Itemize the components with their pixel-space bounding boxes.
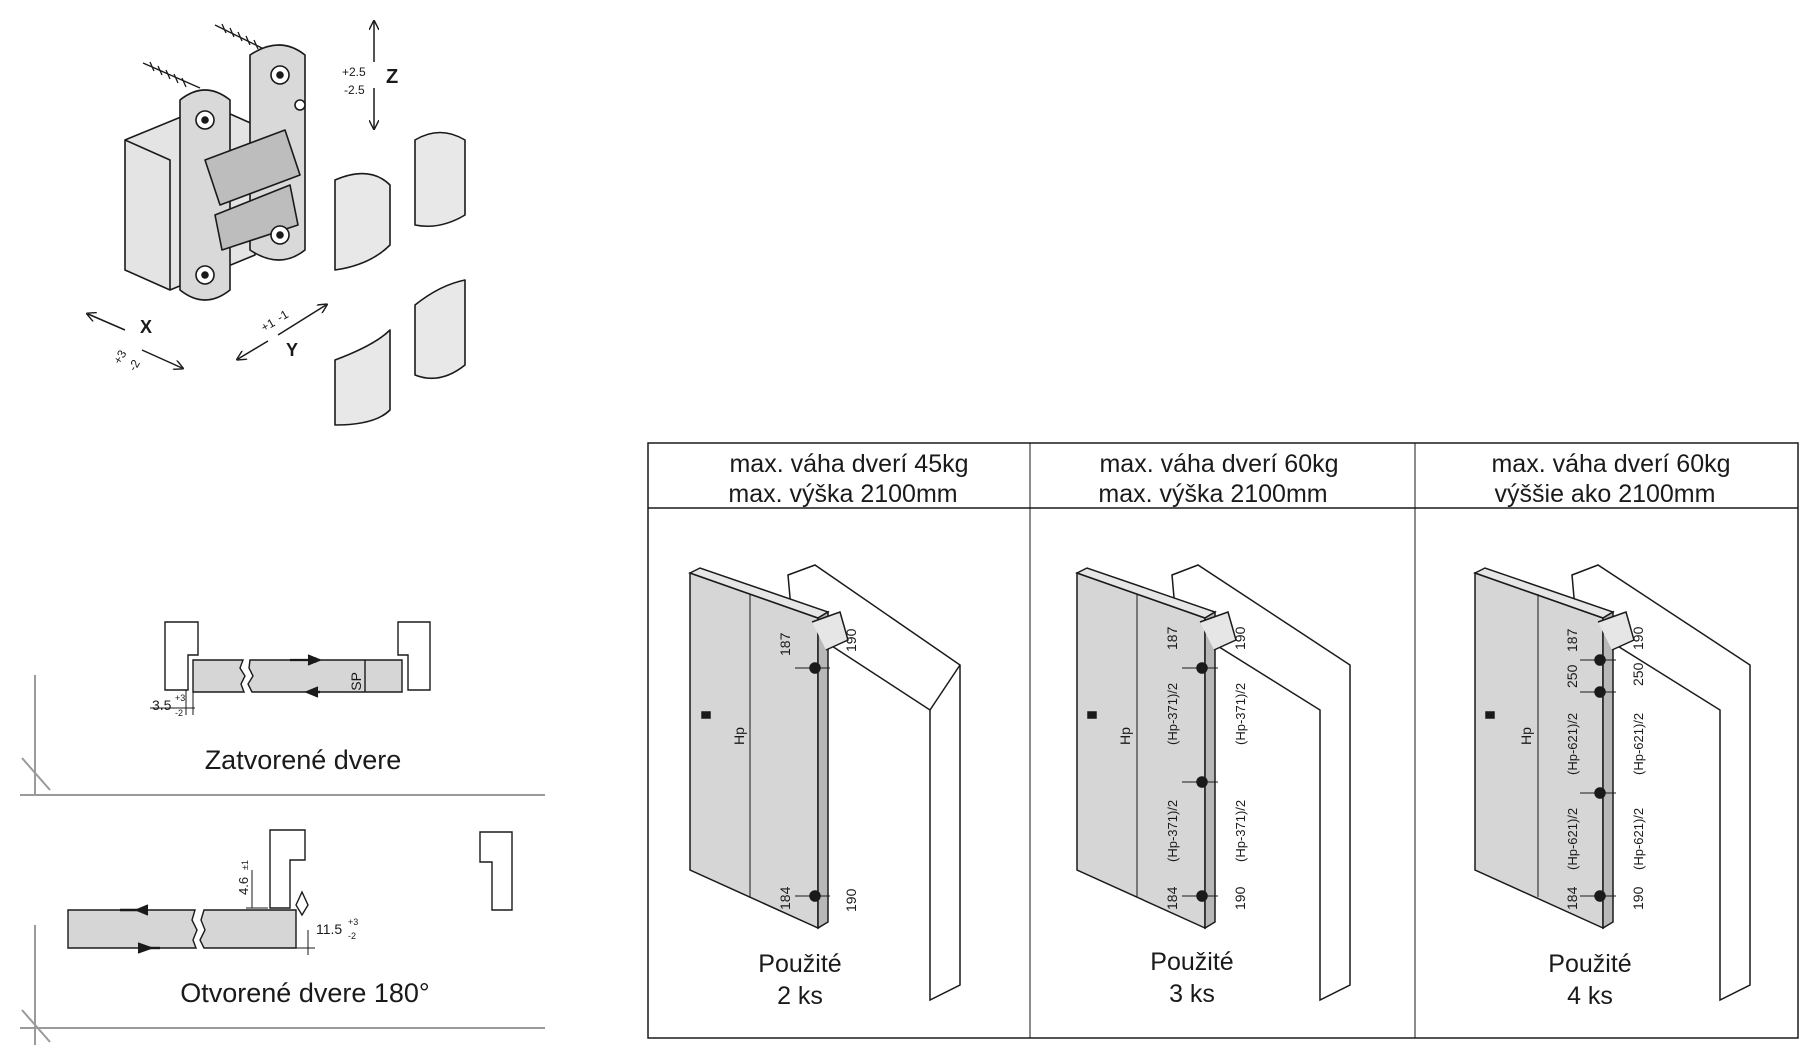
header-weight-1: max. váha dverí 45kg	[729, 450, 968, 478]
depth-tol: ±1	[240, 860, 250, 870]
open-caption: Otvorené dvere 180°	[180, 978, 429, 1008]
dim-bottom-left-1: 184	[777, 886, 793, 910]
dim-mid-upper-left-3: (Hp-621)/2	[1565, 713, 1580, 775]
gap-value: 3.5	[152, 697, 172, 713]
header-height-3: výššie ako 2100mm	[1495, 480, 1716, 508]
dim-mid-lower-right-2: (Hp-371)/2	[1233, 800, 1248, 862]
x-plus-label: +3	[110, 347, 129, 366]
dim-mid-lower-right-3: (Hp-621)/2	[1631, 808, 1646, 870]
offset-plus: +3	[348, 917, 358, 927]
column-header-2: max. váha dverí 60kg max. výška 2100mm	[1098, 450, 1338, 508]
x-axis-label: X	[140, 317, 152, 337]
hp-label-1: Hp	[731, 727, 747, 745]
dim-mid-lower-left-2: (Hp-371)/2	[1165, 800, 1180, 862]
used-label-2: Použité	[1150, 948, 1233, 976]
hinge-count-table	[647, 442, 1799, 1039]
header-weight-3: max. váha dverí 60kg	[1491, 450, 1730, 478]
used-label-1: Použité	[758, 950, 841, 978]
z-minus-label: -2.5	[344, 83, 365, 97]
dim-top-left-3: 187	[1564, 628, 1580, 652]
open-door-section	[20, 829, 545, 1045]
count-3: 4 ks	[1567, 982, 1613, 1010]
x-minus-label: -2	[125, 357, 143, 374]
closed-caption: Zatvorené dvere	[205, 745, 402, 775]
closed-door-section	[20, 621, 545, 796]
dim-top-left-2: 187	[1164, 626, 1180, 650]
dim-bottom-right-3: 190	[1630, 886, 1646, 910]
dim-bottom-right-1: 190	[843, 888, 859, 912]
dim-bottom-left-3: 184	[1564, 886, 1580, 910]
door-drawing-3	[1473, 564, 1751, 1002]
header-height-1: max. výška 2100mm	[728, 480, 957, 508]
offset-minus: -2	[348, 931, 356, 941]
dim-bottom-right-2: 190	[1232, 886, 1248, 910]
y-minus-label: -1	[275, 307, 292, 325]
header-height-2: max. výška 2100mm	[1098, 480, 1327, 508]
cover-cap-icon	[334, 131, 466, 426]
sp-label: SP	[348, 672, 364, 691]
dim-top-left-1: 187	[777, 632, 793, 656]
y-axis-arrow	[238, 305, 326, 359]
dim-mid-lower-left-3: (Hp-621)/2	[1565, 808, 1580, 870]
column-header-3: max. váha dverí 60kg výššie ako 2100mm	[1491, 450, 1730, 508]
dim-second-right-3: 250	[1630, 662, 1646, 686]
count-2: 3 ks	[1169, 980, 1215, 1008]
dim-top-right-2: 190	[1232, 626, 1248, 650]
y-axis-label: Y	[286, 340, 298, 360]
x-axis-arrow	[88, 314, 182, 368]
door-drawing-2	[1075, 564, 1351, 1002]
gap-minus: -2	[175, 708, 183, 718]
dim-top-right-1: 190	[843, 628, 859, 652]
used-label-3: Použité	[1548, 950, 1631, 978]
dim-top-right-3: 190	[1630, 626, 1646, 650]
dim-bottom-left-2: 184	[1164, 886, 1180, 910]
y-plus-label: +1	[259, 315, 278, 334]
hp-label-3: Hp	[1518, 727, 1534, 745]
hp-label-2: Hp	[1117, 727, 1133, 745]
gap-plus: +3	[175, 693, 185, 703]
dim-second-left-3: 250	[1564, 664, 1580, 688]
dim-mid-upper-right-3: (Hp-621)/2	[1631, 713, 1646, 775]
dim-mid-upper-left-2: (Hp-371)/2	[1165, 683, 1180, 745]
offset-value: 11.5	[316, 921, 342, 937]
depth-value: 4.6	[236, 877, 251, 895]
header-weight-2: max. váha dverí 60kg	[1099, 450, 1338, 478]
z-axis-label: Z	[386, 66, 398, 88]
hinge-illustration	[124, 23, 466, 426]
door-drawing-1	[688, 564, 961, 1002]
column-header-1: max. váha dverí 45kg max. výška 2100mm	[728, 450, 968, 508]
count-1: 2 ks	[777, 982, 823, 1010]
dim-mid-upper-right-2: (Hp-371)/2	[1233, 683, 1248, 745]
z-plus-label: +2.5	[342, 65, 366, 79]
